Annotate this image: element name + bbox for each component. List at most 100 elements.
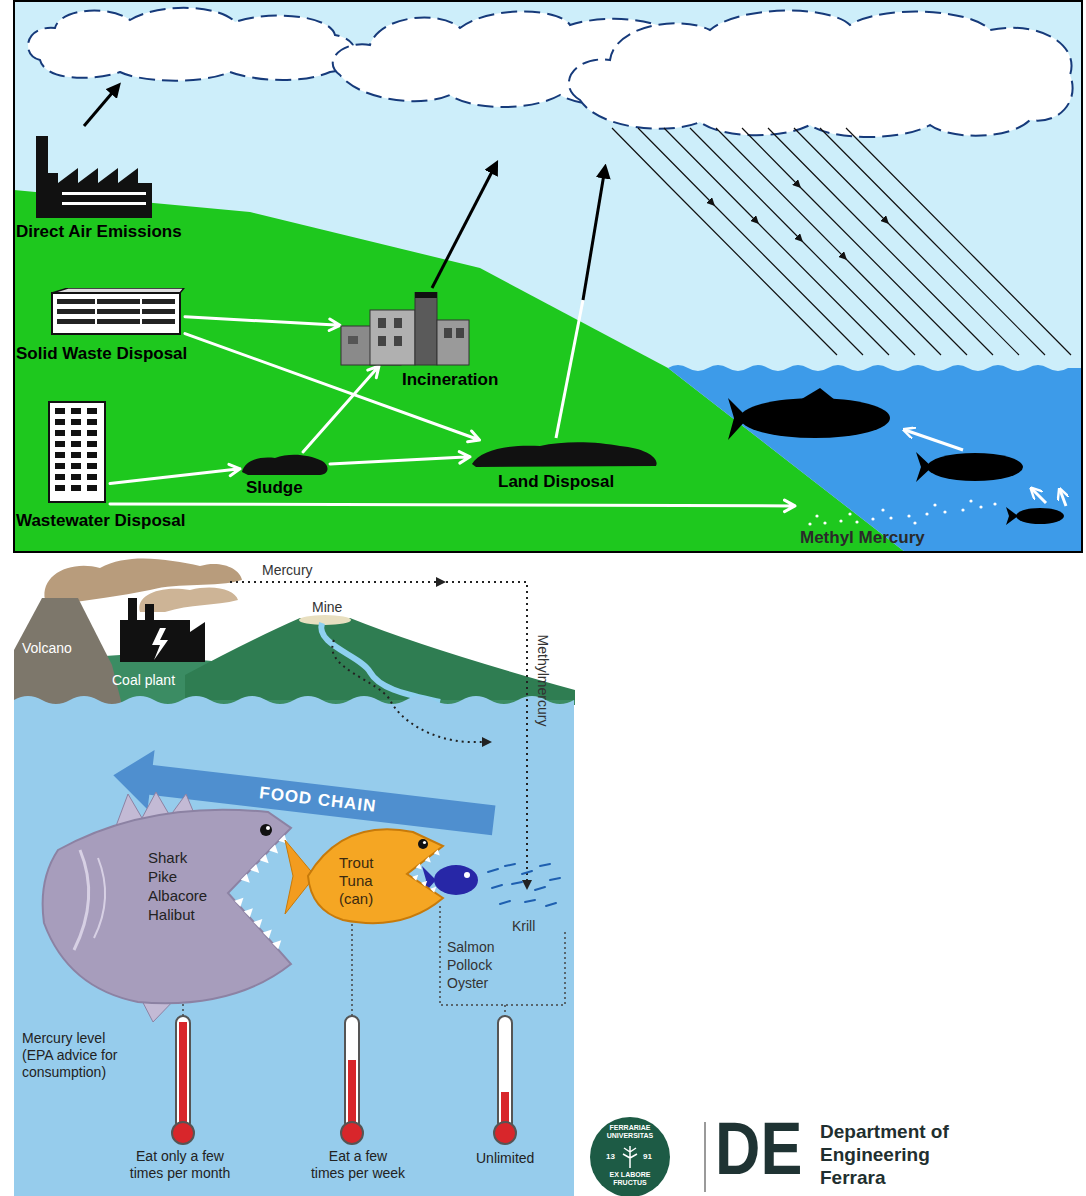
incinerator-node-shape-part [415,292,437,298]
species-label: Krill [512,918,535,935]
fish-part [800,388,835,400]
lightning [152,628,168,660]
incinerator-node-shape [340,292,470,366]
thermometer-part [341,1122,363,1144]
thermometer-part [345,1016,359,1130]
food-chain-arrow [905,430,1066,506]
methyl-mercury-node-shape-part [839,519,842,522]
building-node-shape-part [71,441,81,447]
water [14,696,574,1196]
building-node: Solid Waste Disposal [50,288,185,336]
thermometer-part [498,1016,512,1130]
panel-border [14,1,1082,552]
predator-fish-shape-part [244,908,253,917]
predator-fish-shape-part [260,854,269,863]
building-node-shape-part [140,297,142,327]
methyl-mercury-node-shape-part [925,512,928,515]
predator-fish-shape-part [263,930,272,939]
species-label: Salmon Pollock Oyster [447,938,494,992]
advice-label: Eat a few times per week [302,1148,414,1182]
dotted-leader-part [351,924,353,1016]
emission-arrow [84,86,118,126]
predator-fish: Shark Pike Albacore Halibut [28,788,293,1023]
process-label: Methyl Mercury [800,528,925,548]
volcano [14,598,122,705]
krill-part [512,882,522,884]
smoke [139,588,238,612]
krill-part [535,887,545,890]
fish-part [916,452,932,482]
fish-species: Shark Pike Albacore Halibut [148,848,207,924]
seal-text: EX LABORE FRUCTUS [604,1171,656,1187]
incinerator-node-shape-part [437,320,469,365]
source-label: Direct Air Emissions [16,222,182,242]
landfill-node-shape-part [472,442,657,467]
building-node-shape-part [87,419,97,425]
advice-label: Eat only a few times per month [120,1148,240,1182]
runoff-path [332,640,490,742]
food-chain-arrow-part [905,430,963,450]
building-node-shape-part [87,430,97,436]
building-node-shape-part [55,441,65,447]
rain [612,128,1071,355]
methyl-mercury-node-shape-part [907,514,910,517]
mid-fish-shape-part [430,887,436,893]
mid-fish-shape-part [308,829,443,923]
food-chain-arrow-part [1032,489,1046,503]
place-label: Mine [312,599,342,616]
mercury-cycle-scene [14,1,1082,552]
building-node-shape-part [71,463,81,469]
emission-arrow [432,164,496,288]
predator-fish-shape [28,788,293,1023]
predator-fish-shape-part [250,864,259,873]
mine-mountain [185,618,575,700]
place-label: Coal plant [112,672,175,689]
fish-part [728,398,748,440]
methyl-mercury-node-shape-part [848,512,851,515]
predator-fish-shape-part [272,940,281,949]
building-node-shape-part [87,408,97,414]
building-node-shape-part [71,408,81,414]
rain-part [846,128,1071,355]
building-node-shape [50,288,185,336]
flow-arrow [185,317,340,331]
factory-node-shape-part [62,192,146,195]
incinerator-node: Incineration [340,292,470,366]
krill-part [500,901,510,904]
dotted-leader-part [440,906,565,1005]
emission-arrow [583,168,605,300]
methyl-mercury-node-shape-part [889,516,892,519]
methyl-mercury-node-shape-part [933,503,936,506]
fish-part [1016,508,1064,524]
krill-part [505,864,515,866]
factory-node-shape-part [62,202,146,205]
divider [704,1122,706,1192]
building-node-shape-part [57,309,175,314]
mercury-path-head [436,577,446,587]
dotted-leader-part [182,1004,184,1016]
coal-plant [120,598,205,662]
incinerator-node-shape-part [370,310,415,365]
mid-fish-shape-part [421,881,427,887]
methyl-mercury-node-shape-part [871,517,874,520]
building-node-shape-part [71,419,81,425]
sludge-node: Sludge [240,452,330,476]
process-label: Incineration [402,370,498,390]
methyl-mercury-node-shape-part [979,505,982,508]
source-label: Wastewater Disposal [16,511,185,531]
building-node-shape-part [87,441,97,447]
building-node-shape-part [49,402,105,502]
university-seal [590,1117,670,1196]
small-fish-part [434,865,478,895]
advice-label: Unlimited [476,1150,534,1167]
predator-fish-shape-part [94,858,105,938]
legend-note: Mercury level (EPA advice for consumptio… [22,1030,134,1081]
building-node-shape-part [71,485,81,491]
thermometer-part [172,1122,194,1144]
landfill-node-shape [470,440,660,468]
rain-part [690,128,915,355]
flow-arrow [303,366,379,452]
thermometer [172,1016,516,1144]
landfill-node: Land Disposal [470,440,660,468]
